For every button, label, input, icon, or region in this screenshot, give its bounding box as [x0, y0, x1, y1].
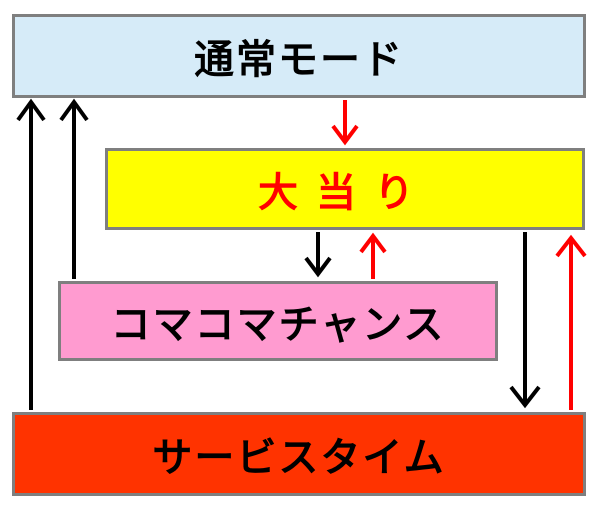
state-big-win: 大当り [105, 148, 585, 230]
arrow-normal-to-bigwin [331, 100, 359, 146]
arrow-bigwin-to-chance [304, 232, 332, 278]
state-big-win-label: 大当り [258, 170, 432, 216]
arrow-bigwin-to-service [509, 232, 541, 409]
arrow-chance-to-normal [59, 98, 89, 279]
arrow-chance-to-bigwin [359, 232, 387, 279]
arrow-service-to-normal [16, 98, 46, 410]
state-service-time-label: サービスタイム [152, 435, 446, 481]
state-service-time: サービスタイム [12, 412, 586, 496]
state-komakoma-chance-label: コマコマチャンス [110, 302, 446, 348]
state-normal-mode: 通常モード [12, 14, 586, 98]
state-normal-mode-label: 通常モード [194, 37, 404, 83]
state-komakoma-chance: コマコマチャンス [58, 281, 498, 361]
arrow-service-to-bigwin [555, 234, 587, 410]
